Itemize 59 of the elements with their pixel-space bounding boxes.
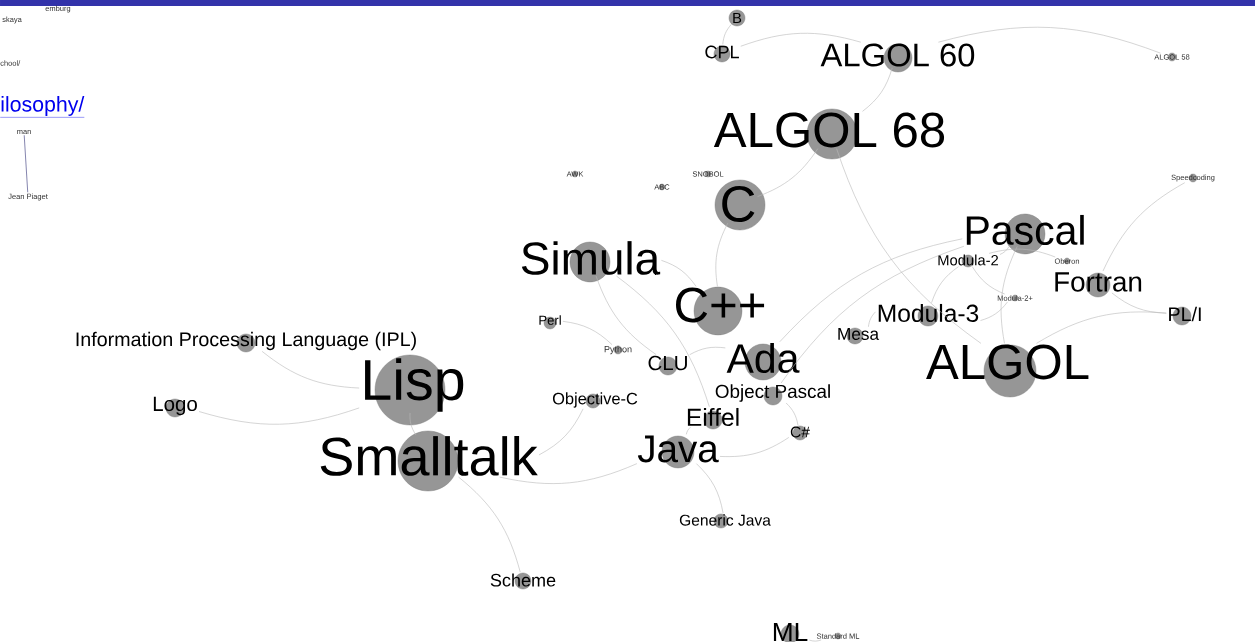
- node-label: Fortran: [1055, 272, 1142, 292]
- node-label: Information Processing Language (IPL): [76, 331, 416, 351]
- connector: [785, 402, 799, 426]
- connector: [686, 426, 691, 435]
- node-label: Perl: [539, 315, 561, 325]
- connector: [1000, 245, 1018, 344]
- connector: [980, 301, 1008, 321]
- connector: [719, 437, 790, 457]
- connector: [868, 311, 876, 328]
- node-label: Generic Java: [679, 514, 771, 526]
- node-label: ALGOL: [926, 344, 1089, 380]
- node-label: Scheme: [490, 573, 556, 587]
- node-label: Objective-C: [552, 392, 638, 408]
- connector: [757, 148, 819, 197]
- connector: [562, 321, 613, 345]
- node-label: C: [722, 186, 755, 222]
- connector: [499, 463, 638, 484]
- link-text: ilosophy/: [0, 96, 85, 118]
- node-label: Modula-3: [878, 303, 979, 322]
- connector: [198, 407, 360, 425]
- node-label: Simula: [521, 241, 661, 275]
- connector: [931, 266, 959, 304]
- connector: [261, 351, 360, 389]
- node-label: Python: [604, 345, 632, 355]
- connector: [1102, 182, 1186, 272]
- connector: [836, 148, 982, 344]
- node-label: Ada: [726, 342, 800, 374]
- node-label: Java: [637, 435, 719, 463]
- node-label: B: [733, 12, 742, 24]
- connector: [538, 408, 584, 456]
- connector: [595, 275, 657, 355]
- node-label: ML: [773, 622, 808, 641]
- connector: [862, 67, 893, 112]
- node-label: CPL: [705, 45, 739, 59]
- node-label: Mesa: [838, 328, 880, 340]
- connector: [409, 412, 417, 436]
- connector: [780, 245, 965, 384]
- node-label: ALGOL 68: [713, 112, 945, 148]
- node-label: Smalltalk: [320, 436, 538, 476]
- connector: [972, 266, 1005, 295]
- connector: [23, 134, 29, 193]
- connector: [938, 26, 1161, 54]
- node-label: ALGOL 60: [820, 43, 975, 67]
- connector: [616, 275, 710, 408]
- connector: [779, 238, 963, 343]
- connector: [689, 346, 726, 355]
- node-label: Modula-2: [938, 254, 998, 266]
- connector: [458, 476, 521, 573]
- connector: [722, 24, 732, 45]
- node-label: Pascal: [966, 214, 1084, 246]
- connector: [740, 33, 862, 47]
- connector: [715, 222, 729, 287]
- node-label: Eiffel: [687, 407, 739, 426]
- connector: [661, 260, 697, 287]
- node-label: CLU: [648, 355, 687, 371]
- connector: [1036, 311, 1167, 344]
- connector: [999, 245, 1010, 255]
- node-label: Logo: [153, 396, 197, 416]
- node-label: Object Pascal: [715, 384, 830, 402]
